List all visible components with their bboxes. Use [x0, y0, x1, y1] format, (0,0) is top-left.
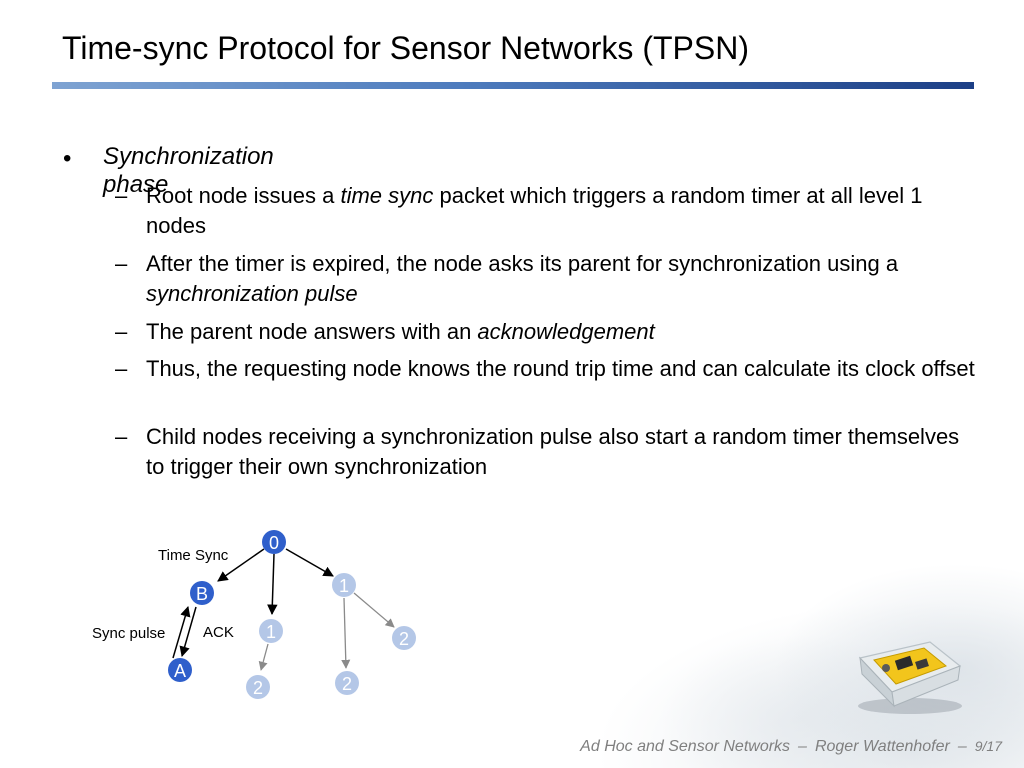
- svg-text:A: A: [174, 661, 186, 681]
- svg-text:B: B: [196, 584, 208, 604]
- footer-author: Roger Wattenhofer: [814, 738, 950, 755]
- arrow-a-to-b-sync-pulse: [172, 605, 191, 659]
- arrow-level1-right-to-level2-bottom: [341, 597, 351, 669]
- dash-marker: –: [115, 183, 128, 208]
- arrow-root-to-level1-right: [285, 548, 334, 577]
- svg-text:2: 2: [253, 678, 263, 698]
- footer-course: Ad Hoc and Sensor Networks: [580, 738, 791, 755]
- snow-background: [464, 438, 1024, 768]
- node-root: 0: [262, 530, 286, 554]
- arrow-level1-mid-to-level2-bottom: [258, 643, 269, 671]
- node-level1-right: 1: [332, 573, 356, 597]
- arrow-root-to-level1-mid: [267, 553, 278, 616]
- label-sync-pulse: Sync pulse: [92, 625, 165, 642]
- arrow-root-to-b: [217, 548, 265, 582]
- dash-marker: –: [115, 319, 128, 344]
- label-ack: ACK: [203, 624, 234, 641]
- slide-title: Time-sync Protocol for Sensor Networks (…: [62, 30, 749, 66]
- bullet-heading: Synchronization phase: [103, 143, 274, 198]
- sub-bullet-text: The parent node answers with an acknowle…: [146, 319, 655, 344]
- footer-separator: –: [957, 738, 967, 755]
- sensor-node-picture: [858, 641, 962, 714]
- footer-separator: –: [798, 738, 807, 755]
- svg-text:2: 2: [342, 674, 352, 694]
- footer-page-number: 9/17: [974, 738, 1002, 754]
- node-level2-bottom-right: 2: [335, 671, 359, 695]
- sub-bullet-text: Thus, the requesting node knows the roun…: [146, 356, 975, 381]
- svg-text:1: 1: [266, 622, 276, 642]
- sub-bullet-text: Root node issues a time sync packet whic…: [146, 183, 923, 238]
- node-a: A: [168, 658, 192, 682]
- bullet-point: •: [63, 145, 72, 172]
- slide-footer: Ad Hoc and Sensor Networks–Roger Wattenh…: [580, 738, 1002, 756]
- title-underline-bar: [52, 82, 974, 89]
- dash-marker: –: [115, 356, 128, 381]
- sub-bullet-text: After the timer is expired, the node ask…: [146, 251, 899, 306]
- arrow-b-to-a-ack: [179, 606, 197, 658]
- label-time-sync: Time Sync: [158, 547, 229, 564]
- svg-text:1: 1: [339, 576, 349, 596]
- svg-text:2: 2: [399, 629, 409, 649]
- dash-marker: –: [115, 251, 128, 276]
- node-level2-bottom-left: 2: [246, 675, 270, 699]
- dash-marker: –: [115, 424, 128, 449]
- arrow-level1-right-to-level2: [353, 592, 395, 628]
- svg-text:0: 0: [269, 533, 279, 553]
- node-level2-right: 2: [392, 626, 416, 650]
- node-level1-mid: 1: [259, 619, 283, 643]
- node-b: B: [190, 581, 214, 605]
- sub-bullet-text: Child nodes receiving a synchronization …: [146, 424, 960, 479]
